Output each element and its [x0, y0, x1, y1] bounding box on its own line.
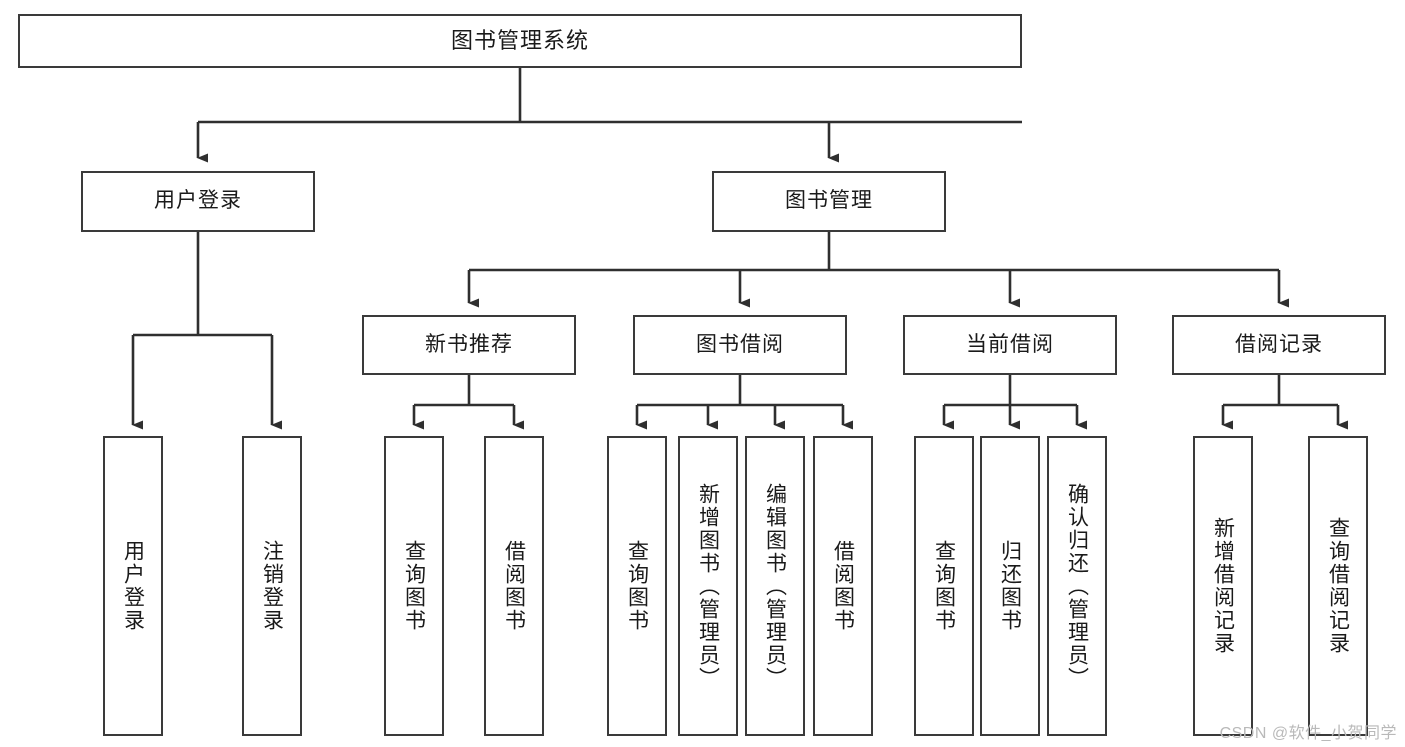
node-new-book-recommend-label: 新书推荐: [425, 332, 513, 356]
node-user-login[interactable]: 用户登录: [81, 171, 315, 232]
node-root[interactable]: 图书管理系统: [18, 14, 1022, 68]
node-borrow-record-label: 借阅记录: [1235, 332, 1323, 356]
node-leaf-edit-book[interactable]: 编辑图书（管理员）: [745, 436, 805, 736]
node-leaf-add-record[interactable]: 新增借阅记录: [1193, 436, 1253, 736]
node-current-borrow[interactable]: 当前借阅: [903, 315, 1117, 375]
node-leaf-query-record[interactable]: 查询借阅记录: [1308, 436, 1368, 736]
node-leaf-user-login[interactable]: 用户登录: [103, 436, 163, 736]
node-new-book-recommend[interactable]: 新书推荐: [362, 315, 576, 375]
node-leaf-borrow-book-2[interactable]: 借阅图书: [813, 436, 873, 736]
node-leaf-confirm-return[interactable]: 确认归还（管理员）: [1047, 436, 1107, 736]
node-leaf-borrow-book-2-label: 借阅图书: [831, 540, 855, 632]
node-leaf-borrow-book-1-label: 借阅图书: [502, 540, 526, 632]
node-leaf-logout-label: 注销登录: [260, 540, 284, 632]
node-leaf-user-login-label: 用户登录: [121, 540, 145, 632]
node-current-borrow-label: 当前借阅: [966, 332, 1054, 356]
node-leaf-logout[interactable]: 注销登录: [242, 436, 302, 736]
node-leaf-query-book-3[interactable]: 查询图书: [914, 436, 974, 736]
node-leaf-add-book-label: 新增图书（管理员）: [696, 482, 720, 690]
node-leaf-borrow-book-1[interactable]: 借阅图书: [484, 436, 544, 736]
node-book-manage[interactable]: 图书管理: [712, 171, 946, 232]
node-leaf-query-record-label: 查询借阅记录: [1326, 517, 1350, 655]
node-leaf-return-book[interactable]: 归还图书: [980, 436, 1040, 736]
node-leaf-query-book-1[interactable]: 查询图书: [384, 436, 444, 736]
node-leaf-query-book-2[interactable]: 查询图书: [607, 436, 667, 736]
node-book-manage-label: 图书管理: [785, 189, 873, 213]
node-leaf-query-book-3-label: 查询图书: [932, 540, 956, 632]
csdn-watermark: CSDN @软件_小贺同学: [1219, 725, 1397, 742]
node-root-label: 图书管理系统: [450, 28, 589, 54]
node-leaf-query-book-2-label: 查询图书: [625, 540, 649, 632]
node-leaf-edit-book-label: 编辑图书（管理员）: [763, 482, 787, 690]
node-leaf-confirm-return-label: 确认归还（管理员）: [1065, 482, 1089, 690]
node-book-borrow[interactable]: 图书借阅: [633, 315, 847, 375]
node-leaf-add-book[interactable]: 新增图书（管理员）: [678, 436, 738, 736]
node-user-login-label: 用户登录: [154, 189, 242, 213]
node-borrow-record[interactable]: 借阅记录: [1172, 315, 1386, 375]
node-leaf-return-book-label: 归还图书: [998, 540, 1022, 632]
node-leaf-add-record-label: 新增借阅记录: [1211, 517, 1235, 655]
node-book-borrow-label: 图书借阅: [696, 332, 784, 356]
node-leaf-query-book-1-label: 查询图书: [402, 540, 426, 632]
